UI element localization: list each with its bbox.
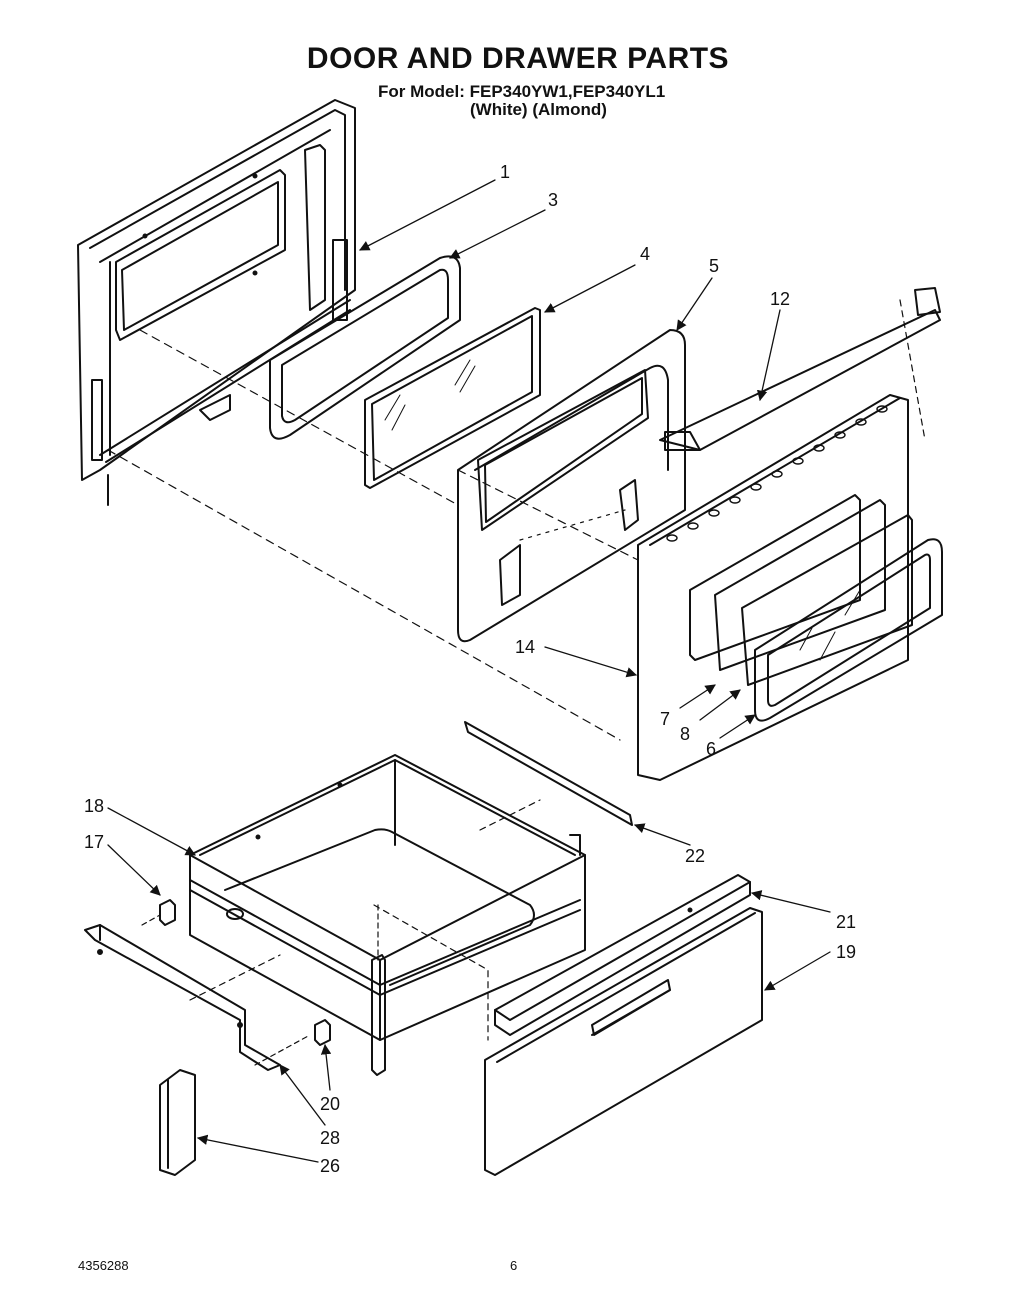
callout-4: 4 xyxy=(640,244,650,264)
model-line: For Model: FEP340YW1,FEP340YL1 xyxy=(378,82,666,101)
drawer-bracket-front xyxy=(314,1019,331,1046)
callout-7: 7 xyxy=(660,709,670,729)
drawer-body xyxy=(189,754,586,1041)
document-number: 4356288 xyxy=(78,1258,129,1273)
callout-26: 26 xyxy=(320,1156,340,1176)
callout-28: 28 xyxy=(320,1128,340,1148)
inner-window-gasket xyxy=(754,538,943,722)
callout-19: 19 xyxy=(836,942,856,962)
callout-12: 12 xyxy=(770,289,790,309)
callout-22: 22 xyxy=(685,846,705,866)
door-handle xyxy=(659,287,941,451)
door-glass xyxy=(364,307,541,489)
drawer-front-panel xyxy=(484,907,763,1176)
callout-20: 20 xyxy=(320,1094,340,1114)
callout-3: 3 xyxy=(548,190,558,210)
page-title: DOOR AND DRAWER PARTS xyxy=(306,42,730,75)
alignment-lines xyxy=(107,329,639,741)
callout-5: 5 xyxy=(709,256,719,276)
inner-door-liner xyxy=(457,329,686,643)
inner-door-panel xyxy=(637,394,913,781)
drawer-rail-left xyxy=(84,924,311,1071)
callout-1: 1 xyxy=(500,162,510,182)
window-gasket xyxy=(269,255,461,440)
drawer-front-trim xyxy=(494,874,751,1036)
drawer-vertical-rail xyxy=(371,904,489,1076)
drawer-side-cap xyxy=(159,1069,196,1176)
callout-labels: 1 3 4 5 12 14 7 8 6 18 17 22 21 19 20 28… xyxy=(84,162,856,1176)
outer-door-panel xyxy=(77,99,356,506)
page-number: 6 xyxy=(510,1258,518,1273)
drawer-bracket-left xyxy=(141,899,176,926)
color-line: (White) (Almond) xyxy=(470,100,607,119)
callout-18: 18 xyxy=(84,796,104,816)
callout-leaders xyxy=(107,179,831,1163)
callout-17: 17 xyxy=(84,832,104,852)
callout-14: 14 xyxy=(515,637,535,657)
callout-8: 8 xyxy=(680,724,690,744)
callout-6: 6 xyxy=(706,739,716,759)
vent-holes xyxy=(666,405,888,542)
drawer-rear-rail xyxy=(464,721,633,831)
callout-21: 21 xyxy=(836,912,856,932)
